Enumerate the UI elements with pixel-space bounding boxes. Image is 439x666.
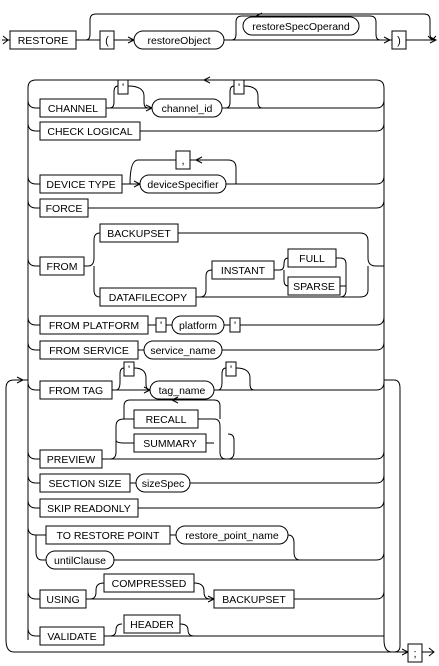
svg-text:;: ; [413,648,416,660]
svg-text:FROM: FROM [47,261,78,273]
svg-text:platform: platform [179,320,217,332]
svg-text:restoreSpecOperand: restoreSpecOperand [252,21,350,33]
svg-text:BACKUPSET: BACKUPSET [107,228,171,240]
option-from-tag: FROM TAG ' tag_name ' [27,361,385,400]
option-validate: VALIDATE HEADER [27,614,384,646]
svg-text:,: , [181,155,184,167]
svg-text:': ' [230,364,232,376]
option-device-type: DEVICE TYPE deviceSpecifier , [27,150,385,194]
restore-spec-operand-nonterminal [242,16,360,36]
option-from-service: FROM SERVICE service_name [27,340,385,360]
svg-text:': ' [238,82,240,94]
svg-text:': ' [234,320,236,332]
svg-text:INSTANT: INSTANT [221,265,266,277]
option-check-logical: CHECK LOGICAL [27,121,385,141]
option-preview: PREVIEW RECALL SUMMARY [27,396,385,469]
option-section-size: SECTION SIZE sizeSpec [27,473,385,493]
svg-text:(: ( [105,35,109,47]
options-frame: ; [5,76,435,663]
svg-text:restore_point_name: restore_point_name [185,530,279,542]
svg-text:SECTION SIZE: SECTION SIZE [49,478,122,490]
svg-text:DEVICE TYPE: DEVICE TYPE [46,179,115,191]
svg-text:': ' [160,320,162,332]
svg-text:HEADER: HEADER [130,619,174,631]
svg-text:SUMMARY: SUMMARY [143,438,196,450]
restore-keyword-label: RESTORE [18,35,69,47]
svg-text:TO RESTORE POINT: TO RESTORE POINT [57,530,160,542]
svg-text:tag_name: tag_name [159,385,206,397]
option-force: FORCE [27,198,385,218]
svg-text:COMPRESSED: COMPRESSED [112,578,187,590]
svg-text:DATAFILECOPY: DATAFILECOPY [109,292,187,304]
svg-text:deviceSpecifier: deviceSpecifier [147,179,219,191]
svg-text:untilClause: untilClause [54,555,106,567]
svg-text:USING: USING [46,594,79,606]
terminator [407,643,423,663]
svg-text:service_name: service_name [150,345,216,357]
svg-text:CHECK LOGICAL: CHECK LOGICAL [47,126,132,138]
svg-text:PREVIEW: PREVIEW [47,454,96,466]
option-skip-readonly: SKIP READONLY [27,498,385,518]
svg-text:RECALL: RECALL [146,414,187,426]
header-row: RESTORE ( restoreObject restoreSpecOpera… [2,12,438,50]
svg-text:SPARSE: SPARSE [293,281,335,293]
svg-text:FROM SERVICE: FROM SERVICE [49,345,129,357]
option-channel: CHANNEL ' channel_id ' [27,79,385,118]
option-restore-point: TO RESTORE POINT restore_point_name unti… [27,525,385,570]
svg-text:VALIDATE: VALIDATE [47,631,96,643]
svg-text:CHANNEL: CHANNEL [48,103,98,115]
svg-text:FROM PLATFORM: FROM PLATFORM [49,320,139,332]
svg-text:FROM TAG: FROM TAG [49,385,103,397]
svg-text:FORCE: FORCE [46,203,83,215]
svg-text:': ' [128,364,130,376]
svg-text:sizeSpec: sizeSpec [142,478,185,490]
svg-text:': ' [122,82,124,94]
svg-text:): ) [397,35,401,47]
svg-text:restoreObject: restoreObject [147,35,210,47]
option-using: USING COMPRESSED BACKUPSET [27,573,385,609]
option-from: FROM BACKUPSET DATAFILECOPY INSTANT FULL… [27,223,384,307]
option-from-platform: FROM PLATFORM ' platform ' [27,315,385,335]
svg-text:FULL: FULL [299,253,325,265]
svg-text:SKIP READONLY: SKIP READONLY [47,503,131,515]
svg-text:BACKUPSET: BACKUPSET [222,594,286,606]
svg-text:channel_id: channel_id [162,103,213,115]
